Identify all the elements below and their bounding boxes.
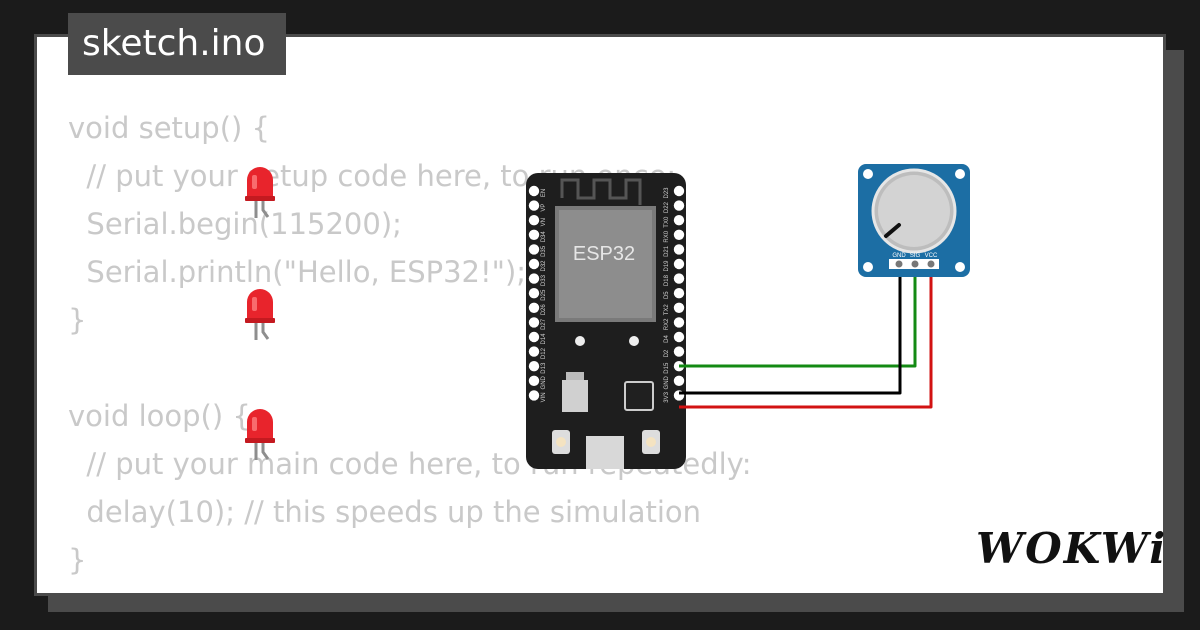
pin-hole-left-d35[interactable] <box>528 244 540 255</box>
pin-label-right-d23: D23 <box>664 187 670 199</box>
pin-label-left-d32: D32 <box>541 260 547 272</box>
pin-hole-left-d33[interactable] <box>528 273 540 284</box>
pin-hole-right-rx0[interactable] <box>673 229 685 240</box>
red-led-1[interactable] <box>244 166 276 224</box>
pin-hole-right-rx2[interactable] <box>673 317 685 328</box>
pin-hole-right-gnd[interactable] <box>673 375 685 386</box>
pin-hole-right-tx0[interactable] <box>673 215 685 226</box>
pin-label-right-d5: D5 <box>664 291 670 299</box>
pin-hole-right-d18[interactable] <box>673 273 685 284</box>
pin-hole-left-vp[interactable] <box>528 200 540 211</box>
pot-pin-label-vcc: VCC <box>925 253 938 259</box>
pin-label-left-d25: D25 <box>541 289 547 301</box>
pin-hole-right-d5[interactable] <box>673 288 685 299</box>
code-line: Serial.println("Hello, ESP32!"); <box>68 255 527 289</box>
wire-gnd-black[interactable] <box>679 265 902 395</box>
pin-label-left-d26: D26 <box>541 304 547 316</box>
code-line: } <box>68 543 87 577</box>
pin-hole-left-vn[interactable] <box>528 215 540 226</box>
pin-label-right-rx0: RX0 <box>664 230 670 242</box>
pin-label-right-d22: D22 <box>664 201 670 213</box>
pin-label-left-vin: VIN <box>541 392 547 402</box>
wire-vcc-red[interactable] <box>679 265 933 409</box>
pin-label-left-d33: D33 <box>541 274 547 286</box>
pin-label-right-gnd: GND <box>664 375 670 389</box>
potentiometer[interactable]: GND SIG VCC <box>858 164 970 277</box>
red-led-2[interactable] <box>244 288 276 346</box>
pin-hole-left-d13[interactable] <box>528 361 540 372</box>
pin-label-left-d13: D13 <box>541 362 547 374</box>
pin-hole-right-d22[interactable] <box>673 200 685 211</box>
pin-hole-right-d2[interactable] <box>673 346 685 357</box>
pin-label-right-d18: D18 <box>664 274 670 286</box>
pin-label-right-3v3: 3V3 <box>664 391 670 402</box>
pin-hole-left-en[interactable] <box>528 185 540 197</box>
pin-hole-left-d14[interactable] <box>528 331 540 343</box>
pin-hole-left-gnd[interactable] <box>528 375 540 386</box>
code-editor[interactable]: void setup() { // put your setup code he… <box>68 104 752 584</box>
pin-label-right-tx0: TX0 <box>664 216 670 228</box>
pin-hole-left-d32[interactable] <box>528 258 540 270</box>
code-line: // put your setup code here, to run once… <box>68 159 677 193</box>
pin-label-right-d19: D19 <box>664 260 670 272</box>
code-line: } <box>68 303 87 337</box>
wire-sig-green[interactable] <box>679 265 917 368</box>
pin-hole-right-d23[interactable] <box>673 185 685 197</box>
file-tab[interactable]: sketch.ino <box>68 13 286 75</box>
pin-hole-left-d34[interactable] <box>528 229 540 240</box>
pin-label-left-gnd: GND <box>541 375 547 389</box>
pin-label-left-en: EN <box>541 189 547 197</box>
pin-label-right-d2: D2 <box>664 349 670 357</box>
pin-label-left-d14: D14 <box>541 333 547 345</box>
esp32-board[interactable]: ESP32 ENVPVND34D35D32D33D25D26D27D14D12D… <box>526 173 686 469</box>
pin-label-left-d27: D27 <box>541 318 547 330</box>
pin-hole-left-vin[interactable] <box>528 390 540 401</box>
pin-label-right-d15: D15 <box>664 362 670 374</box>
code-line: Serial.begin(115200); <box>68 207 402 241</box>
pin-label-left-vn: VN <box>541 218 547 226</box>
knob-pointer <box>884 223 901 238</box>
pin-hole-left-d25[interactable] <box>528 288 540 299</box>
pin-hole-right-tx2[interactable] <box>673 302 685 313</box>
code-line: delay(10); // this speeds up the simulat… <box>68 495 702 529</box>
pot-pin-label-sig: SIG <box>910 253 921 259</box>
pin-hole-right-d4[interactable] <box>673 331 685 343</box>
pin-label-right-d21: D21 <box>664 245 670 257</box>
code-line: void setup() { <box>68 111 270 145</box>
pin-label-right-rx2: RX2 <box>664 318 670 330</box>
pot-pin-label-gnd: GND <box>892 253 906 259</box>
board-label: ESP32 <box>573 243 635 265</box>
pin-label-left-vp: VP <box>541 204 547 212</box>
red-led-3[interactable] <box>244 408 276 466</box>
pin-hole-left-d26[interactable] <box>528 302 540 313</box>
wokwi-logo: WOKWi <box>976 524 1168 573</box>
pin-hole-right-d19[interactable] <box>673 258 685 270</box>
pin-label-left-d34: D34 <box>541 231 547 243</box>
pin-label-left-d35: D35 <box>541 245 547 257</box>
pin-label-right-d4: D4 <box>664 335 670 343</box>
pin-hole-right-d21[interactable] <box>673 244 685 255</box>
pin-hole-left-d12[interactable] <box>528 346 540 357</box>
code-line: void loop() { <box>68 399 251 433</box>
pin-label-right-tx2: TX2 <box>664 304 670 316</box>
pin-hole-left-d27[interactable] <box>528 317 540 328</box>
pin-label-left-d12: D12 <box>541 347 547 359</box>
